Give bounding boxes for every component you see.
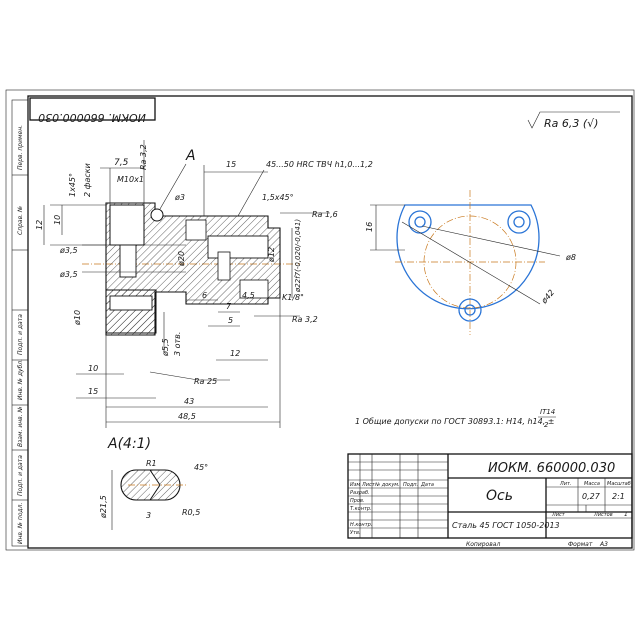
dim-12c: 12 [230, 349, 240, 358]
dim-15: 15 [226, 160, 236, 169]
tb-col-sign: Подп. [403, 482, 418, 488]
dim-d3-5-a: ø3,5 [59, 246, 78, 255]
tb-col-izm: Изм [350, 482, 360, 488]
note-1-frac-top: IT14 [540, 408, 555, 416]
detail-a-title: A(4:1) [107, 436, 151, 452]
tb-format-value: А3 [599, 541, 608, 548]
dim-chamfer3: 1,5x45° [262, 193, 294, 202]
side-label-sign-date-2: Подп. и дата [17, 455, 24, 496]
side-label-dup-inv: Инв. № дубл. [17, 359, 24, 400]
dim-d42: ø42 [539, 288, 556, 306]
dim-15b: 15 [88, 387, 98, 396]
tb-row-ncontr: Н.контр. [350, 522, 372, 528]
dim-10c: 10 [88, 364, 98, 373]
dim-k1-8: K1/8" [282, 293, 304, 302]
side-view: 16 ø8 ø42 [365, 190, 576, 335]
hole-bottom [458, 298, 482, 322]
title-block: Изм Лист № докум. Подп. Дата Разраб. Про… [347, 453, 633, 548]
dim-12: 12 [35, 220, 44, 230]
detail-a-circle [150, 208, 164, 222]
dim-45deg: 45° [194, 463, 208, 472]
side-label-ref-no: Справ. № [17, 206, 24, 235]
sheet-outer-border [5, 89, 635, 551]
dim-d21-5: ø21,5 [99, 495, 108, 519]
tb-scale-value: 2:1 [612, 492, 625, 501]
dim-d20: ø20 [177, 251, 186, 267]
tb-row-approve: Утв. [350, 530, 361, 536]
ra-25: Ra 25 [194, 377, 217, 386]
dim-chamfer1: 1x45° [68, 173, 77, 197]
hole-top-left [408, 210, 432, 234]
dim-43: 43 [184, 397, 194, 406]
top-stamp: ИОКМ. 660000.030 [29, 97, 156, 124]
main-section-view [82, 202, 300, 336]
dim-d10b: ø10 [73, 310, 82, 326]
general-notes: 1 Общие допуски по ГОСТ 30893.1: H14, h1… [355, 408, 556, 429]
tb-mass-label: Масса [584, 481, 600, 487]
left-margin-strip: Перв. примен. Справ. № Подп. и дата Инв.… [11, 99, 29, 547]
side-label-sign-date-1: Подп. и дата [17, 314, 24, 355]
general-roughness: Ra 6,3 (√) [527, 111, 620, 130]
tb-copied: Копировал [466, 541, 500, 548]
dim-5: 5 [228, 316, 233, 325]
dim-thread: M10x1 [117, 175, 144, 184]
tb-col-doc: № докум. [374, 482, 400, 488]
dim-6: 6 [202, 291, 207, 300]
main-view-dimensions: 7,5 M10x1 1x45° 2 фаски Ra 3,2 A 10 12 ø… [35, 140, 373, 428]
ra-3-2-b: Ra 3,2 [292, 315, 318, 324]
dim-d5-5: ø5,5 [161, 338, 170, 357]
tb-scale-label: Масштаб [607, 481, 631, 487]
dim-7: 7 [226, 302, 232, 311]
ra-1-6: Ra 1,6 [312, 210, 338, 219]
tb-sheets-label: Листов [593, 512, 613, 518]
note-1: 1 Общие допуски по ГОСТ 30893.1: H14, h1… [355, 417, 555, 426]
dim-3c: 3 [146, 511, 151, 520]
dim-r1: R1 [146, 459, 157, 468]
general-roughness-text: Ra 6,3 (√) [544, 117, 598, 130]
tb-sheet-label: Лист [551, 512, 566, 518]
tb-row-tcontr: Т.контр. [350, 506, 372, 512]
side-view-outline [396, 204, 540, 310]
dim-4-5: 4,5 [242, 291, 255, 300]
tb-row-check: Пров. [350, 498, 365, 504]
tb-row-dev: Разраб. [350, 490, 370, 496]
dim-10: 10 [53, 215, 62, 225]
dim-d22: ø22f7(-0,020/-0,041) [294, 219, 302, 293]
dim-hardness: 45...50 HRC ТВЧ h1,0...1,2 [266, 160, 373, 169]
tb-format-label: Формат [568, 541, 593, 548]
side-label-repl-inv: Взам. инв. № [17, 406, 24, 447]
hole-top-right [507, 210, 531, 234]
dim-holes: 3 отв. [173, 332, 182, 356]
tb-sheets-value: 1 [624, 511, 628, 518]
dim-d3: ø3 [174, 193, 185, 202]
dim-d12b: ø12 [267, 247, 276, 263]
detail-a-view: A(4:1) R1 45° ø21,5 3 R0,5 [99, 436, 208, 530]
top-stamp-text: ИОКМ. 660000.030 [38, 111, 146, 124]
tb-col-list: Лист [361, 482, 376, 488]
tb-part-name: Ось [486, 488, 513, 504]
dim-d3-5-b: ø3,5 [59, 270, 78, 279]
tb-mass-value: 0,27 [582, 492, 601, 501]
dim-r0-5: R0,5 [182, 508, 200, 517]
dim-16: 16 [365, 222, 374, 232]
ra-3-2-top: Ra 3,2 [139, 144, 148, 170]
note-1-frac-bottom: 2 [544, 421, 549, 429]
side-label-first-use: Перв. примен. [17, 125, 24, 170]
dim-chamfer2: 2 фаски [83, 163, 92, 197]
dim-d8: ø8 [565, 253, 576, 262]
dim-48-5: 48,5 [178, 412, 196, 421]
side-label-orig-inv: Инв. № подл. [17, 503, 24, 544]
tb-lit-label: Лит. [559, 481, 572, 487]
tb-material: Сталь 45 ГОСТ 1050-2013 [452, 521, 560, 530]
tb-col-date: Дата [420, 482, 434, 488]
tb-designation: ИОКМ. 660000.030 [488, 461, 615, 476]
view-letter-a: A [185, 148, 196, 164]
dim-7-5: 7,5 [114, 158, 129, 168]
